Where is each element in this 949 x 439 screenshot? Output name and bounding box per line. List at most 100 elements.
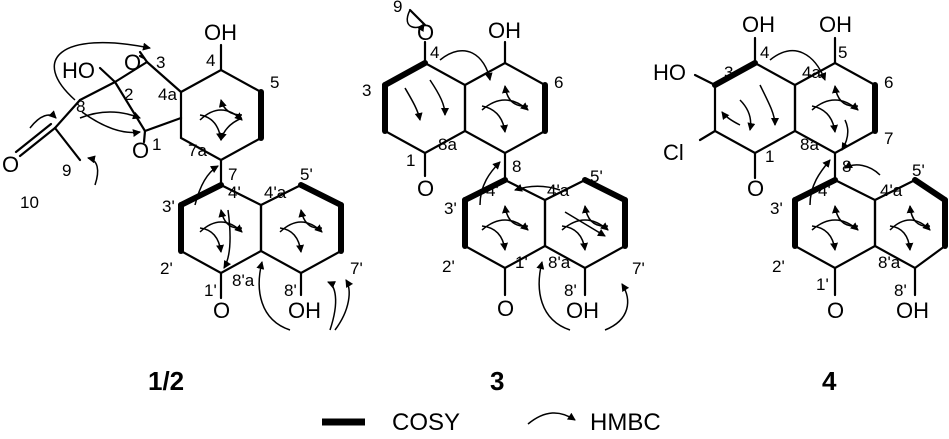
cosy-bond [178,182,224,208]
hmbc-arrow [809,159,831,206]
atom-number: 7 [228,165,237,184]
atom-number: 1' [816,275,829,294]
hmbc-arrow [81,111,141,137]
hmbc-arrow [481,219,529,231]
hmbc-arrow [279,227,305,253]
compound-caption: 4 [822,366,837,396]
hmbc-arrow [564,211,606,237]
compound-3-structure: 9 O OH O O OH 4 3 6 1 8a 8 4' 5' 3' 4'a … [362,0,645,396]
hmbc-arrow [439,50,493,81]
atom-number: 5' [912,161,925,180]
hmbc-arrow [739,99,756,131]
hmbc-arrow [199,109,243,121]
atom-number: 3' [770,199,783,218]
legend-hmbc-arrow [527,412,576,425]
atom-number: 8a [438,135,457,154]
cosy-bond [298,182,344,208]
bond [693,73,717,87]
bond [143,116,183,133]
hmbc-arrow [481,225,509,251]
atom-label: O [213,298,230,323]
hmbc-arrow [194,165,219,206]
compound-1-2-structure: O O OH HO O O OH 3 4 5 4a 2 8 9 10 1 7a … [2,20,363,396]
atom-label: Cl [663,140,684,165]
atom-number: 4a [802,63,821,82]
atom-number: 9 [62,161,71,180]
cosy-bond [712,60,758,88]
hmbc-arrow [721,111,741,126]
hmbc-arrow [769,50,827,81]
atom-label: O [747,176,764,201]
hmbc-arrow [844,160,881,176]
hmbc-arrow [604,283,630,331]
atom-number: 4' [228,183,241,202]
bond [18,126,57,158]
hmbc-arrow [889,219,931,231]
atom-label: OH [819,12,852,37]
atom-number: 1 [765,147,774,166]
hmbc-arrow [79,111,141,120]
atom-number: 6 [884,73,893,92]
atom-number: 8a [800,135,819,154]
atom-number: 10 [20,193,39,212]
atom-number: 8' [894,281,907,300]
atom-number: 4 [430,43,439,62]
hmbc-arrow [831,85,859,107]
hmbc-arrow [831,205,859,227]
atom-label: O [417,20,434,45]
atom-number: 4' [818,181,831,200]
atom-number: 2' [160,259,173,278]
atom-label: HO [653,60,686,85]
bond [53,98,82,130]
cosy-bond [912,177,948,203]
atom-number: 7 [884,129,893,148]
bond [98,66,117,84]
hmbc-arrow [811,225,839,251]
hmbc-arrow [199,221,243,233]
atom-number: 8' [284,281,297,300]
atom-number: 4a [158,85,177,104]
atom-number: 8' [564,281,577,300]
bond [142,129,147,144]
atom-number: 7' [632,259,645,278]
atom-number: 8'a [548,253,571,272]
hmbc-arrow [514,183,561,192]
hmbc-arrow [811,105,839,133]
hmbc-arrow [298,209,323,229]
hmbc-arrow [218,99,243,116]
atom-number: 3' [162,197,175,216]
atom-number: 5 [838,43,847,62]
atom-number: 5' [590,167,603,186]
bond [138,54,146,60]
atom-number: 3' [444,199,457,218]
bond [78,80,117,102]
hmbc-arrow [327,281,337,331]
atom-number: 1' [515,253,528,272]
atom-number: 3 [724,63,733,82]
atom-label: O [417,176,434,201]
atom-number: 9 [393,0,402,16]
atom-label: O [497,296,514,321]
atom-number: 7' [350,259,363,278]
atom-number: 4'a [880,181,903,200]
atom-number: 2' [442,257,455,276]
bond [14,122,53,154]
hmbc-arrow [279,221,323,233]
atom-number: 3 [362,81,371,100]
atom-label: OH [742,12,775,37]
hmbc-arrow [759,84,779,126]
atom-number: 5' [300,165,313,184]
legend: COSY HMBC [322,409,661,436]
atom-number: 8'a [232,271,255,290]
atom-label: OH [288,298,321,323]
hmbc-arrow [501,85,529,107]
hmbc-arrow [479,161,501,206]
bond [145,60,183,94]
hmbc-arrow [256,261,291,331]
atom-number: 1' [204,281,217,300]
hmbc-arrow [581,205,609,227]
hmbc-arrow [889,225,914,251]
atom-label: O [2,152,19,177]
ring-aromatic [463,61,547,155]
